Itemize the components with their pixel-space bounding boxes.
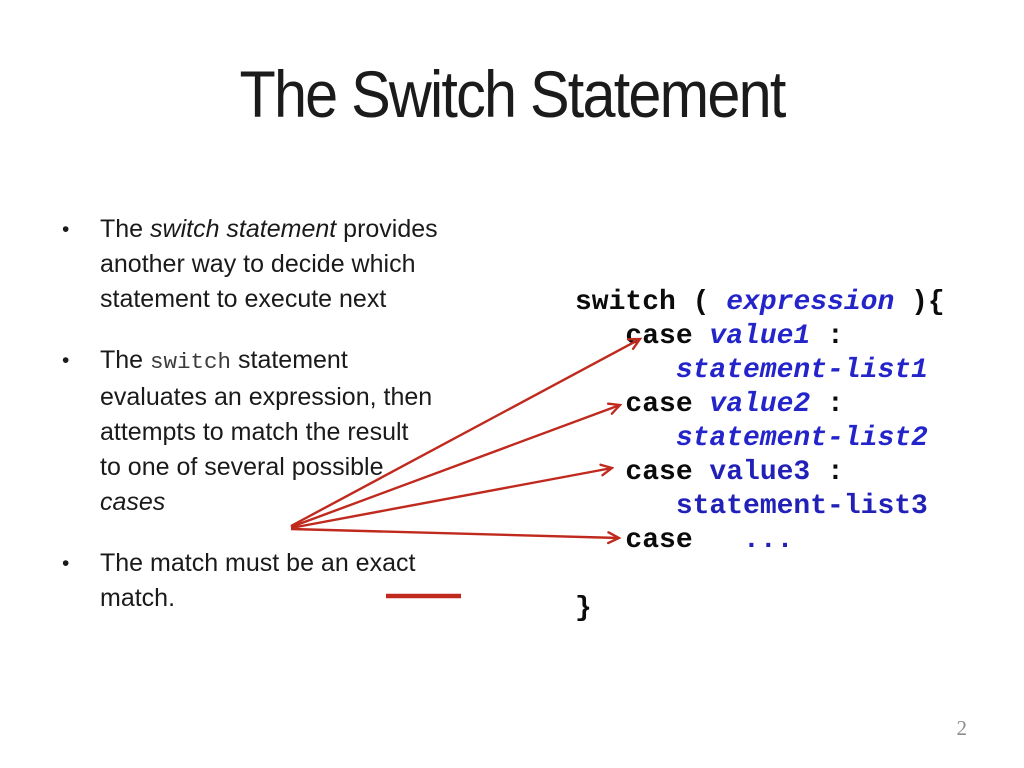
text-run: expression (726, 287, 895, 318)
text-run: case (575, 525, 744, 556)
text-run: switch statement (150, 215, 337, 243)
code-line: statement-list1 (575, 354, 945, 388)
text-run: The match must be an exact (100, 549, 416, 577)
bullet-item: • The switch statement provides another wa… (62, 212, 502, 317)
text-run: : (810, 389, 844, 420)
text-run: : (810, 457, 844, 488)
bullet-text: The match must be an exact match. (100, 546, 415, 616)
bullet-marker: • (62, 552, 70, 575)
text-run: match. (100, 584, 176, 612)
text-run: provides (336, 215, 438, 243)
text-run: value2 (709, 389, 811, 420)
text-run: case (575, 321, 710, 352)
text-run: switch ( (575, 287, 727, 318)
text-run: case (575, 457, 710, 488)
code-line: statement-list2 (575, 422, 945, 456)
text-run: statement-list2 (575, 423, 928, 454)
text-run: evaluates an expression, then (100, 383, 433, 411)
code-line: case ... (575, 524, 945, 558)
bullet-text: The switch statement evaluates an express… (100, 343, 432, 520)
text-run: ... (743, 525, 794, 556)
text-run: value1 (709, 321, 811, 352)
code-line: case value3 : (575, 456, 945, 490)
text-run: attempts to match the result (100, 418, 409, 446)
page-number: 2 (956, 716, 968, 740)
code-line: statement-list3 (575, 490, 945, 524)
code-line: } (575, 592, 945, 626)
code-line (575, 558, 945, 592)
text-run: switch (150, 349, 232, 375)
text-run: The (100, 346, 151, 374)
text-run: statement-list3 (575, 491, 928, 522)
bullet-item: • The match must be an exact match. (62, 546, 502, 616)
text-run: value3 (709, 457, 811, 488)
text-run: statement (231, 346, 348, 374)
text-run: statement-list1 (575, 355, 928, 386)
bullet-text: The switch statement provides another way… (100, 212, 438, 317)
text-run: } (575, 593, 592, 624)
text-run: another way to decide which (100, 250, 416, 278)
code-line: switch ( expression ){ (575, 286, 945, 320)
code-block: switch ( expression ){ case value1 : sta… (575, 286, 945, 626)
text-run: statement to execute next (100, 285, 387, 313)
bullet-item: • The switch statement evaluates an expres… (62, 343, 502, 520)
bullet-marker: • (62, 349, 70, 372)
text-run: cases (100, 488, 166, 516)
code-line: case value2 : (575, 388, 945, 422)
code-line: case value1 : (575, 320, 945, 354)
text-run: case (575, 389, 710, 420)
slide-title: The Switch Statement (239, 57, 786, 131)
bullet-list: • The switch statement provides another wa… (62, 212, 502, 642)
text-run: The (100, 215, 151, 243)
text-run: to one of several possible (100, 453, 384, 481)
text-run: ){ (894, 287, 945, 318)
text-run: : (810, 321, 844, 352)
bullet-marker: • (62, 218, 70, 241)
